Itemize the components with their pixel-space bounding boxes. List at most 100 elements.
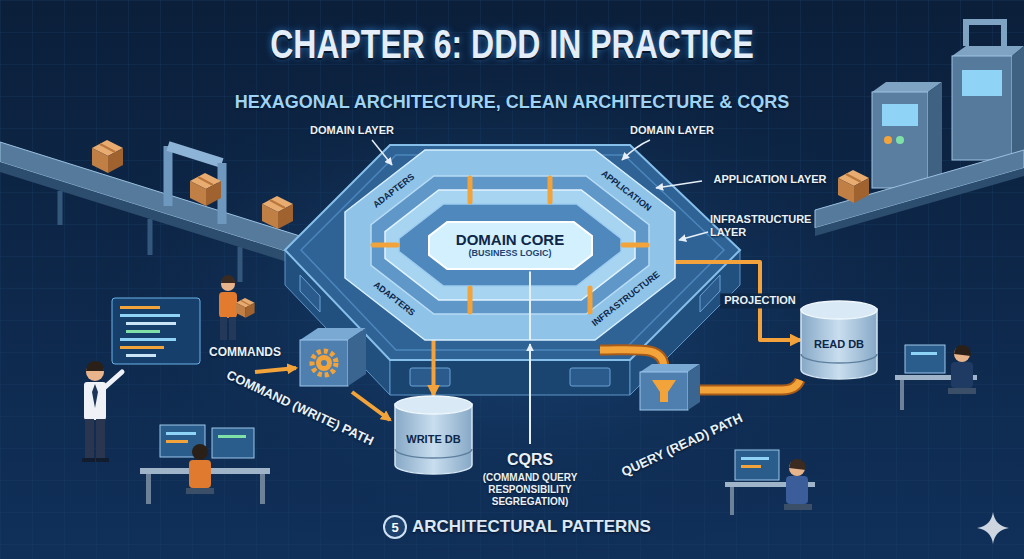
- left-conveyor: [0, 140, 300, 282]
- person-leg: [85, 419, 94, 459]
- person-head: [789, 460, 805, 476]
- link-bridge: [623, 243, 647, 248]
- database-cylinder: READ DB: [800, 300, 878, 380]
- screen-line: [166, 432, 196, 435]
- database-cylinder: WRITE DB: [394, 395, 473, 475]
- slab-top: [285, 145, 740, 360]
- person-arm: [104, 372, 122, 388]
- conveyor-belt: [815, 150, 1024, 228]
- conveyor-leg: [238, 247, 243, 282]
- screen-line: [166, 440, 188, 443]
- person-hair: [954, 345, 971, 356]
- machine-button: [896, 136, 904, 144]
- person-tie: [92, 384, 98, 408]
- footer-label: ARCHITECTURAL PATTERNS: [412, 517, 651, 537]
- pattern-description: (COMMAND QUERY RESPONSIBILITY SEGREGATIO…: [465, 472, 595, 508]
- layer-callout: DOMAIN LAYER: [630, 124, 714, 137]
- link-bridge: [548, 178, 553, 202]
- funnel-icon: [652, 380, 676, 402]
- analyst-desk: [725, 450, 815, 515]
- connector-label: PROJECTION: [720, 293, 800, 308]
- query-processor: [640, 364, 700, 410]
- pattern-name: CQRS: [507, 450, 553, 469]
- chapter-title: CHAPTER 6: DDD IN PRACTICE: [102, 22, 921, 67]
- cylinder-top: [395, 396, 472, 414]
- scanner-gate: [168, 146, 222, 163]
- person-leg: [220, 317, 227, 340]
- pipe: [700, 380, 800, 390]
- conveyor-side: [815, 168, 1024, 236]
- screen-line: [911, 352, 937, 355]
- person-body: [786, 476, 808, 504]
- machine-top: [952, 46, 1024, 56]
- scanner-gate: [164, 146, 173, 206]
- leader-line: [372, 140, 392, 165]
- code-line: [120, 314, 180, 317]
- layer-callout: INFRASTRUCTURE LAYER: [710, 213, 830, 239]
- person-leg: [229, 317, 236, 340]
- person-with-package: [219, 275, 255, 340]
- code-line: [126, 322, 176, 325]
- machine-window: [882, 104, 918, 126]
- leader-line: [656, 181, 702, 188]
- package-box: [92, 140, 123, 173]
- sparkle-watermark: [977, 512, 1009, 544]
- ring-band: [345, 150, 675, 340]
- package-box: [262, 196, 293, 229]
- subtitle: HEXAGONAL ARCHITECTURE, CLEAN ARCHITECTU…: [235, 92, 789, 114]
- ring-band: [385, 190, 635, 300]
- code-line: [120, 338, 176, 341]
- leader-line: [622, 140, 650, 160]
- node-label: DOMAIN CORE: [456, 231, 564, 248]
- person-body: [189, 460, 211, 488]
- hexagonal-ring: ADAPTERSAPPLICATIONADAPTERSINFRASTRUCTUR…: [345, 150, 675, 340]
- person-shoe: [96, 458, 109, 462]
- cylinder-stripe: [395, 449, 472, 458]
- flow-label: COMMANDS: [209, 345, 281, 359]
- slab-panel: [300, 275, 320, 312]
- desk-leg: [730, 487, 734, 515]
- pipe: [600, 350, 664, 366]
- monitor: [735, 450, 779, 480]
- leader-line: [679, 232, 708, 240]
- node-label: READ DB: [814, 338, 864, 350]
- badge-circle: [384, 516, 406, 538]
- number-badge: 5: [383, 515, 407, 539]
- person-head: [192, 444, 208, 460]
- node-label: 5: [391, 520, 398, 535]
- chair: [948, 388, 976, 394]
- gear-icon: [321, 360, 327, 366]
- link-bridge: [468, 288, 473, 312]
- processor-front: [300, 340, 348, 386]
- gear-icon: [312, 351, 336, 375]
- code-line: [120, 306, 160, 309]
- link-bridge: [468, 178, 473, 202]
- machine-body: [872, 92, 928, 188]
- link-bridge: [588, 288, 593, 312]
- person-hair: [789, 459, 806, 470]
- developer-desk: [140, 425, 270, 504]
- gear-icon: [316, 355, 332, 371]
- person-shoe: [82, 458, 95, 462]
- package-box: [838, 170, 869, 203]
- person-body: [219, 292, 237, 318]
- slab-panel: [700, 275, 720, 312]
- slab-panel: [410, 368, 450, 386]
- presenter-person: [82, 361, 122, 462]
- slab-panel: [570, 368, 610, 386]
- cylinder-stripe: [801, 354, 877, 363]
- desk-leg: [900, 380, 904, 410]
- layer-callout: APPLICATION LAYER: [713, 173, 826, 186]
- machine-side: [928, 82, 942, 188]
- layer-callout: DOMAIN LAYER: [310, 124, 394, 137]
- person-hair: [86, 361, 104, 371]
- core-octagon: [429, 222, 592, 269]
- command-arrow: [352, 392, 390, 420]
- package-box: [236, 298, 255, 318]
- code-line: [120, 346, 164, 349]
- monitor: [212, 428, 254, 458]
- processor-side: [688, 364, 700, 410]
- conveyor-leg: [58, 191, 63, 225]
- node-label: (BUSINESS LOGIC): [468, 248, 551, 259]
- desk-leg: [146, 474, 151, 504]
